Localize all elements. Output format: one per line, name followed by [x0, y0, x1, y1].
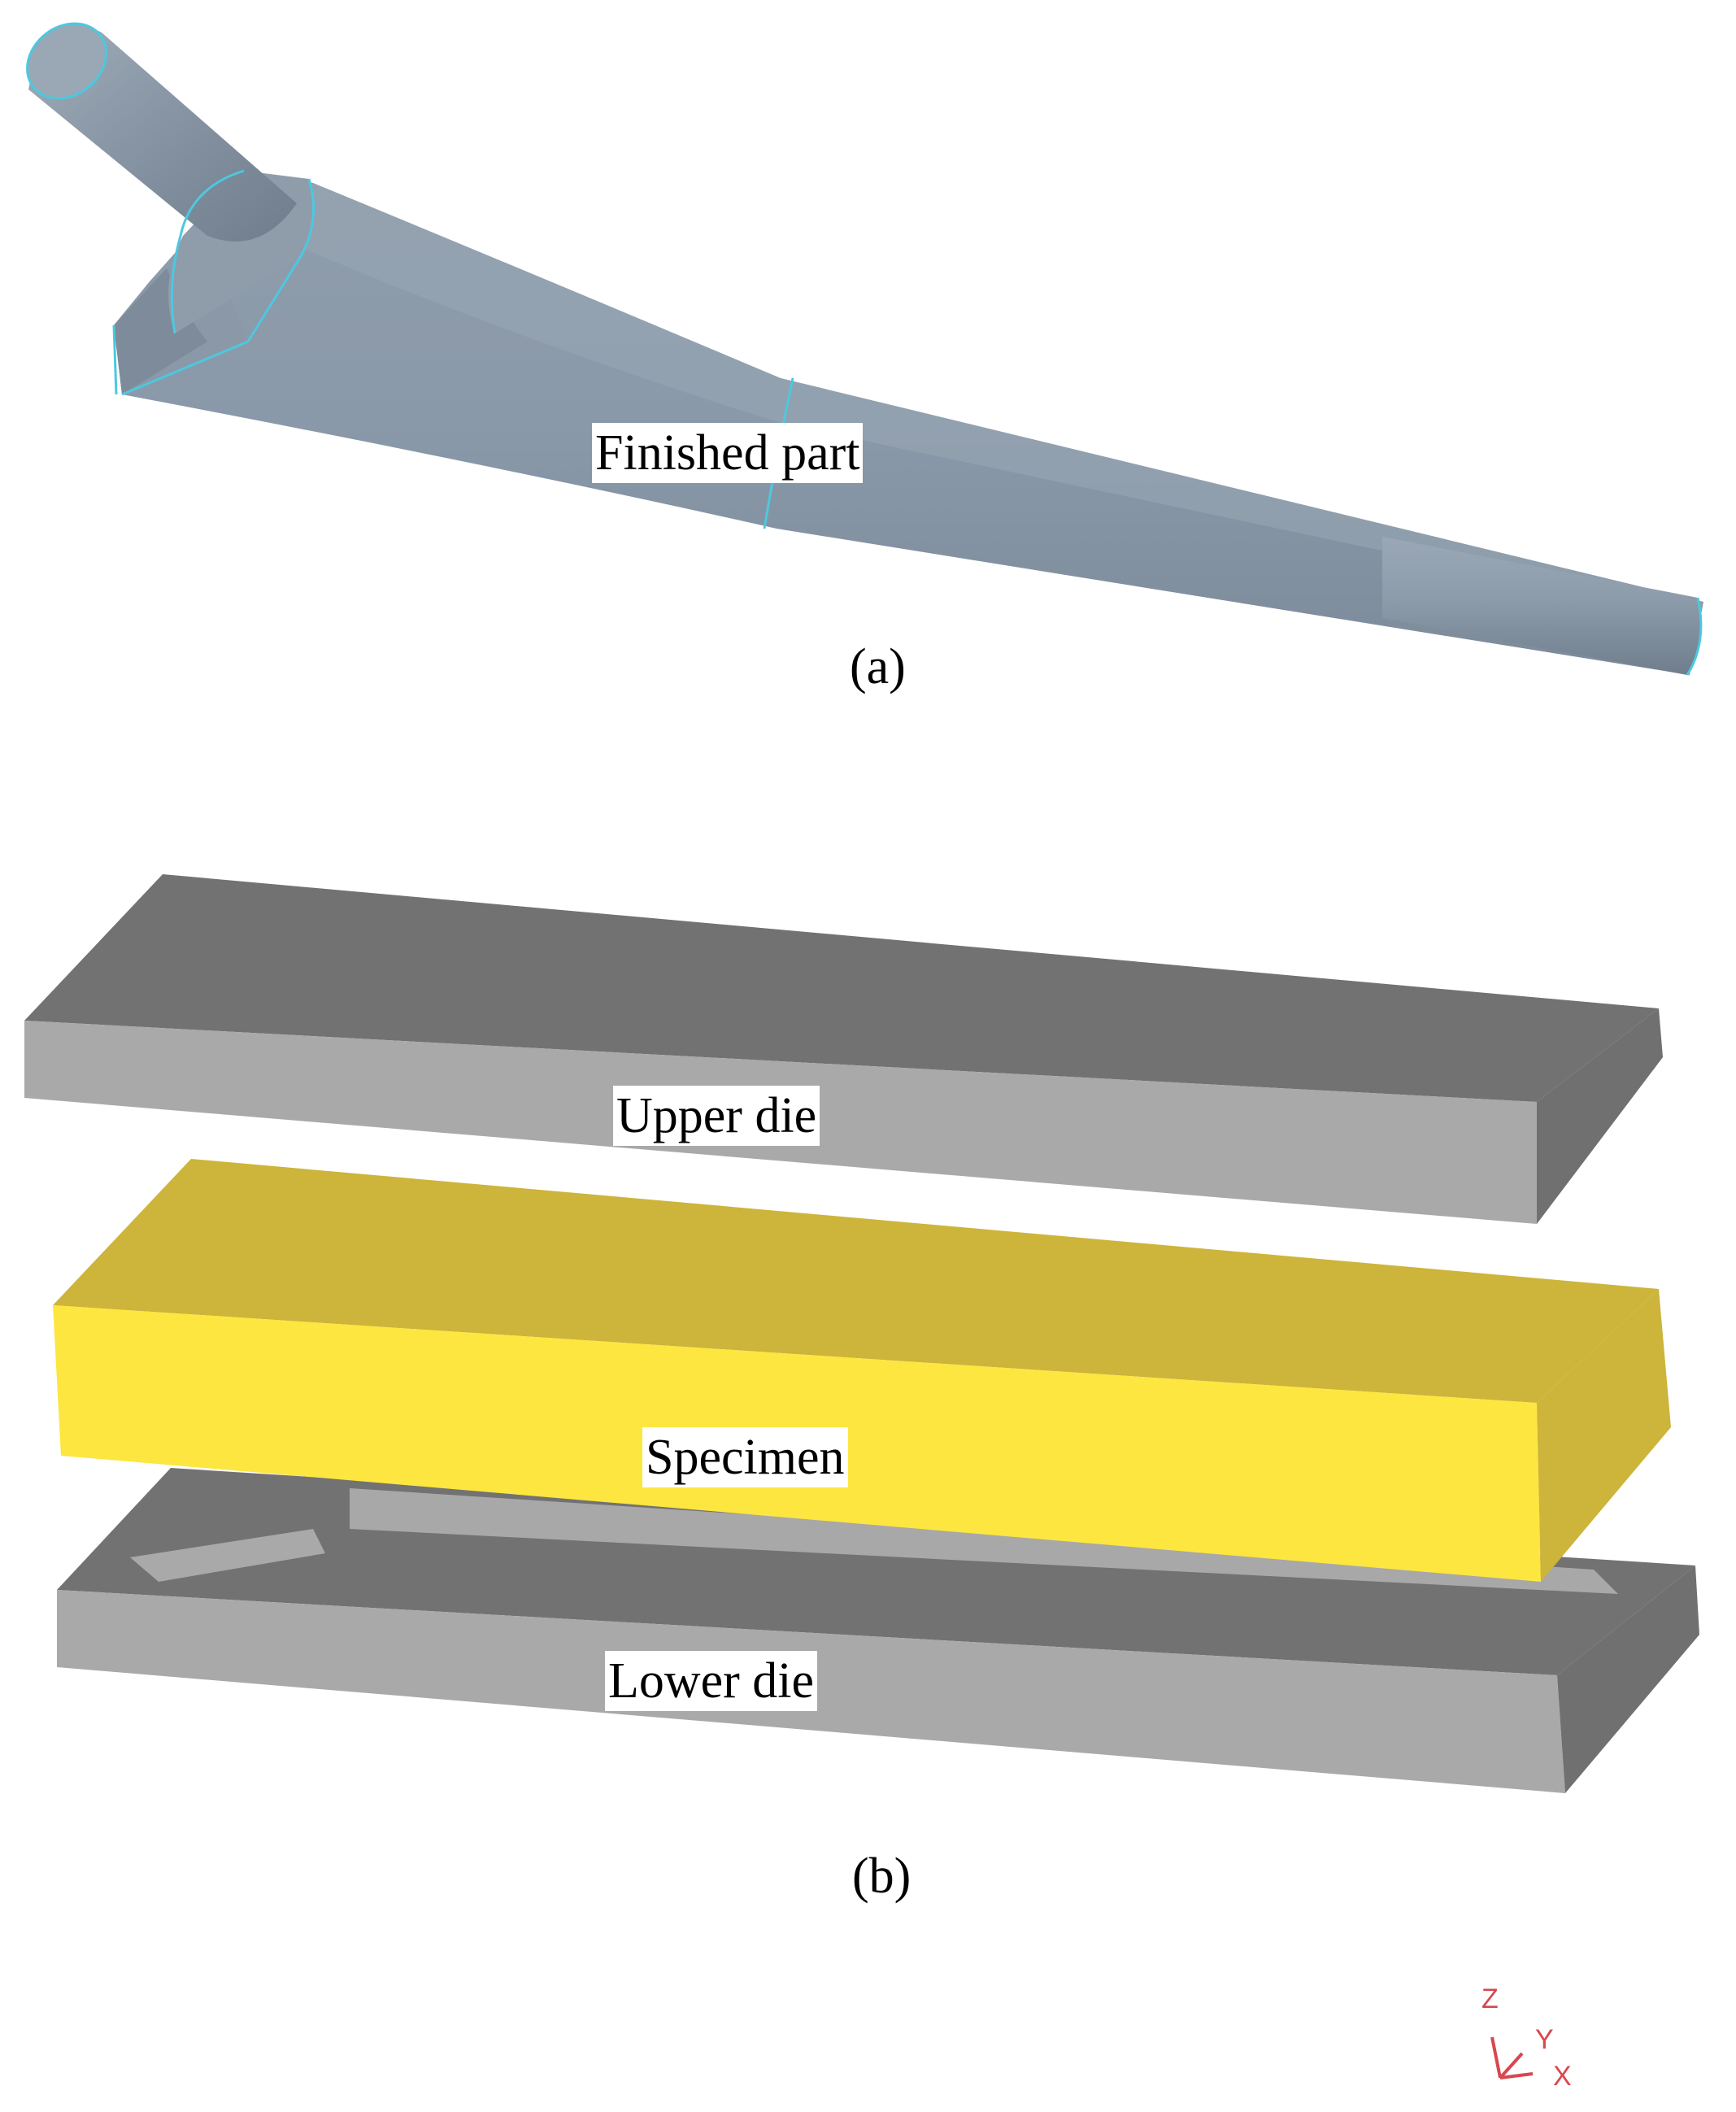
- part-rod: [1382, 537, 1701, 675]
- lower-die-cavity-left: [130, 1529, 325, 1582]
- finished-part-model: [26, 22, 1703, 676]
- triad-x-label: X: [1553, 2061, 1572, 2092]
- panel-b-caption: (b): [852, 1849, 912, 1904]
- triad-x-axis: [1499, 2072, 1534, 2079]
- specimen-top: [53, 1159, 1659, 1403]
- upper-die-side: [1537, 1008, 1663, 1224]
- upper-die-top: [24, 874, 1659, 1102]
- triad-z-label: Z: [1481, 1984, 1499, 2014]
- triad-y-axis: [1499, 2052, 1524, 2079]
- triad-z-axis: [1490, 2036, 1502, 2079]
- lower-die-label: Lower die: [605, 1651, 818, 1711]
- finished-part-label: Finished part: [592, 423, 864, 483]
- lower-die-side: [1557, 1565, 1699, 1793]
- part-cylinder-end: [26, 22, 107, 100]
- panel-a-caption: (a): [850, 639, 906, 695]
- lower-die-cavity-channel: [350, 1488, 1618, 1594]
- axis-triad: [1490, 2036, 1534, 2079]
- upper-die-label: Upper die: [613, 1086, 820, 1146]
- triad-y-label: Y: [1535, 2024, 1554, 2055]
- specimen-side: [1537, 1289, 1671, 1582]
- specimen-label: Specimen: [642, 1427, 848, 1487]
- part-web-shade: [114, 268, 207, 394]
